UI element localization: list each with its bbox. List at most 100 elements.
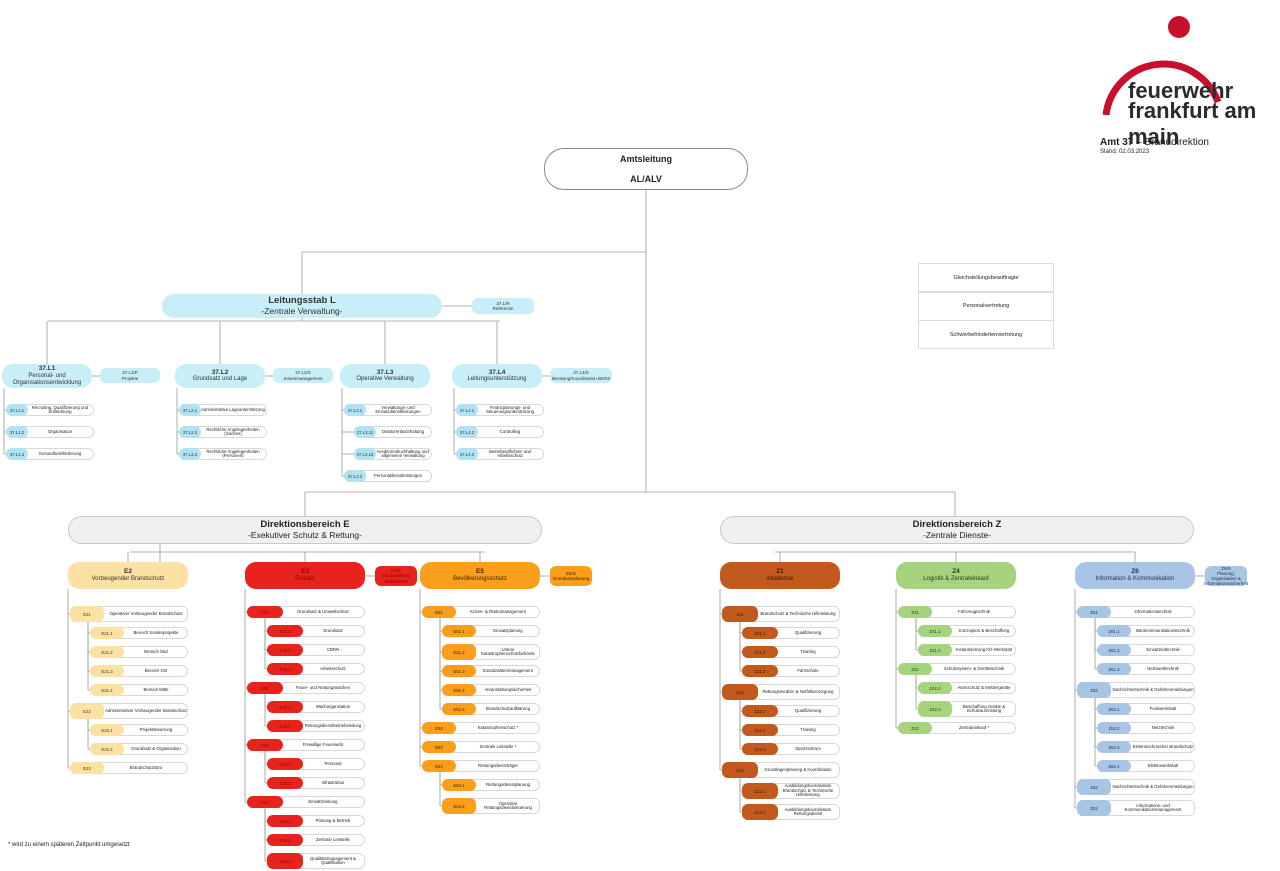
- l-unit-1-row-1[interactable]: Rechtliche Angelegenheiten (Sachen)37.L2…: [179, 426, 267, 438]
- department-0-row-5[interactable]: Administrativer Vorbeugender Brandschutz…: [70, 703, 188, 719]
- department-2-row-7[interactable]: Zentrale Leitstelle *E53: [422, 741, 540, 753]
- referentin-box[interactable]: 37.L/R Referentin: [472, 298, 534, 314]
- staff-rep-2[interactable]: Schwerbehindertenvertretung: [918, 320, 1054, 349]
- department-3-row-9[interactable]: Ausbildungskoordination Brandschutz & Te…: [742, 783, 840, 799]
- l-unit-0-row-0[interactable]: Recruiting, Qualifizierung und Entwicklu…: [6, 404, 94, 416]
- department-5-row-10[interactable]: Informations- und Kommunikationsmanageme…: [1077, 800, 1195, 816]
- root-amtsleitung[interactable]: Amtsleitung AL/ALV: [544, 148, 748, 190]
- department-4-row-6[interactable]: Zentraleinkauf *Z43: [898, 722, 1016, 734]
- l-unit-3-row-0[interactable]: Finanzplanungs- und Steuerungsunterstütz…: [456, 404, 544, 416]
- staff-rep-1[interactable]: Personalvertretung: [918, 291, 1054, 321]
- department-2-row-6[interactable]: Katastrophenschutz *E52: [422, 722, 540, 734]
- direktionsbereich-e[interactable]: Direktionsbereich E -Exekutiver Schutz &…: [68, 516, 542, 544]
- l-unit-1-row-2[interactable]: Rechtliche Angelegenheiten (Personen)37.…: [179, 448, 267, 460]
- staff-rep-0[interactable]: Gleichstellungsbeauftragte: [918, 263, 1054, 292]
- l-unit-2-row-2[interactable]: Kreditorenbuchhaltung und allgemeine Ver…: [354, 448, 432, 460]
- l-unit-2-row-0[interactable]: Verwaltungs- und Einsatzdienstleistungen…: [344, 404, 432, 416]
- leitungsstab-box[interactable]: Leitungsstab L -Zentrale Verwaltung-: [162, 294, 442, 318]
- direktionsbereich-z[interactable]: Direktionsbereich Z -Zentrale Dienste-: [720, 516, 1194, 544]
